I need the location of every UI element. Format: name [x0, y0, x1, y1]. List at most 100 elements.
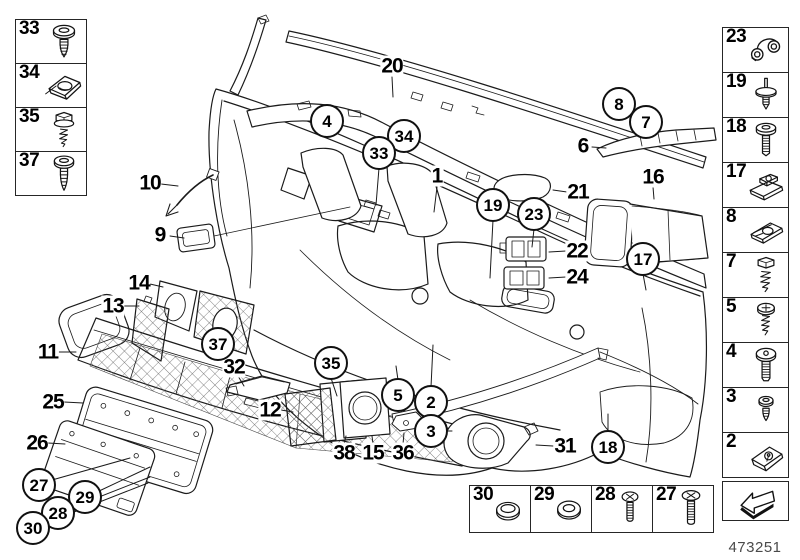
callout-12[interactable]: 12: [258, 398, 282, 422]
phillips-tapping-screw-icon: [744, 299, 788, 341]
figure-number: 473251: [728, 539, 782, 556]
leader-lines: [45, 76, 655, 524]
part-box-23[interactable]: 23: [722, 26, 789, 73]
callout-34[interactable]: 34: [387, 119, 421, 153]
speed-nut-clip-icon: [42, 65, 86, 107]
callout-37[interactable]: 37: [201, 327, 235, 361]
callout-21[interactable]: 21: [566, 180, 590, 204]
part-box-4[interactable]: 4: [722, 341, 789, 388]
callout-35[interactable]: 35: [314, 346, 348, 380]
part-number-label: 5: [726, 296, 737, 317]
part-box-27[interactable]: 27: [652, 484, 714, 533]
bracket-32-shape: [225, 375, 291, 409]
clip-nut-icon: [744, 164, 788, 206]
torx-machine-screw-icon: [744, 344, 788, 386]
wire-spring-clip-icon: [744, 29, 788, 71]
part-box-37[interactable]: 37: [15, 150, 87, 196]
callout-14[interactable]: 14: [127, 271, 151, 295]
callout-29[interactable]: 29: [68, 480, 102, 514]
part-number-label: 34: [19, 62, 40, 83]
callout-33[interactable]: 33: [362, 136, 396, 170]
part-number-label: 17: [726, 161, 747, 182]
callout-20[interactable]: 20: [380, 54, 404, 78]
part-box-8[interactable]: 8: [722, 206, 789, 253]
machine-screw-icon: [744, 119, 788, 161]
hook-10-shape: [165, 168, 220, 217]
callout-15[interactable]: 15: [361, 441, 385, 465]
part-box-18[interactable]: 18: [722, 116, 789, 163]
callout-13[interactable]: 13: [101, 294, 125, 318]
callout-24[interactable]: 24: [565, 265, 589, 289]
carrier-panel-shape: [246, 100, 707, 289]
part-number-label: 2: [726, 431, 737, 452]
part-box-28[interactable]: 28: [591, 484, 653, 533]
callout-26[interactable]: 26: [25, 431, 49, 455]
callout-36[interactable]: 36: [391, 441, 415, 465]
speed-clip-icon: [744, 209, 788, 251]
part-box-30[interactable]: 30: [469, 484, 531, 533]
callout-9[interactable]: 9: [153, 223, 167, 247]
callout-32[interactable]: 32: [222, 355, 246, 379]
part-number-label: 33: [19, 18, 40, 39]
bracket-22-24-shapes: [499, 236, 547, 290]
callout-4[interactable]: 4: [310, 104, 344, 138]
part-box-29[interactable]: 29: [530, 484, 592, 533]
callout-11[interactable]: 11: [36, 340, 59, 364]
hex-tapping-screw-icon: [744, 254, 788, 296]
part-box-5[interactable]: 5: [722, 296, 789, 343]
fog-bezel-31-shape: [443, 414, 539, 469]
callout-3[interactable]: 3: [414, 414, 448, 448]
left-parts-column: 33 34 35 37: [15, 18, 87, 196]
part-number-label: 23: [726, 26, 747, 47]
callout-18[interactable]: 18: [591, 430, 625, 464]
part-box-7[interactable]: 7: [722, 251, 789, 298]
callout-5[interactable]: 5: [381, 378, 415, 412]
callout-27[interactable]: 27: [22, 468, 56, 502]
callout-23[interactable]: 23: [517, 197, 551, 231]
cover-9-shape: [176, 206, 351, 253]
callout-30[interactable]: 30: [16, 511, 50, 545]
callout-22[interactable]: 22: [565, 239, 589, 263]
small-tapping-screw-icon: [744, 389, 788, 431]
callout-25[interactable]: 25: [41, 390, 65, 414]
callout-16[interactable]: 16: [641, 165, 665, 189]
part-number-label: 18: [726, 116, 747, 137]
part-box-arrow[interactable]: [722, 481, 789, 521]
bracket-6-shape: [596, 127, 717, 158]
pan-head-tapping-screw-icon: [42, 153, 86, 195]
part-number-label: 19: [726, 71, 747, 92]
direction-arrow-icon: [734, 480, 778, 522]
folded-clip-nut-icon: [744, 434, 788, 476]
part-number-label: 29: [534, 484, 555, 505]
part-number-label: 8: [726, 206, 737, 227]
part-number-label: 37: [19, 150, 40, 171]
callout-6[interactable]: 6: [576, 134, 590, 158]
part-number-label: 28: [595, 484, 616, 505]
part-box-3[interactable]: 3: [722, 386, 789, 433]
part-number-label: 3: [726, 386, 737, 407]
callout-1[interactable]: 1: [430, 164, 444, 188]
push-rivet-icon: [744, 74, 788, 116]
callout-38[interactable]: 38: [332, 441, 356, 465]
part-box-33[interactable]: 33: [15, 18, 87, 64]
callout-17[interactable]: 17: [626, 242, 660, 276]
part-box-17[interactable]: 17: [722, 161, 789, 208]
callout-7[interactable]: 7: [629, 105, 663, 139]
part-number-label: 7: [726, 251, 737, 272]
part-number-label: 35: [19, 106, 40, 127]
part-box-34[interactable]: 34: [15, 62, 87, 108]
hex-flange-screw-icon: [42, 109, 86, 151]
pan-head-screw-icon: [42, 21, 86, 63]
callout-19[interactable]: 19: [476, 188, 510, 222]
part-box-2[interactable]: 2: [722, 431, 789, 478]
part-box-35[interactable]: 35: [15, 106, 87, 152]
part-box-19[interactable]: 19: [722, 71, 789, 118]
part-number-label: 27: [656, 484, 677, 505]
callout-10[interactable]: 10: [138, 171, 162, 195]
callout-31[interactable]: 31: [553, 434, 577, 458]
